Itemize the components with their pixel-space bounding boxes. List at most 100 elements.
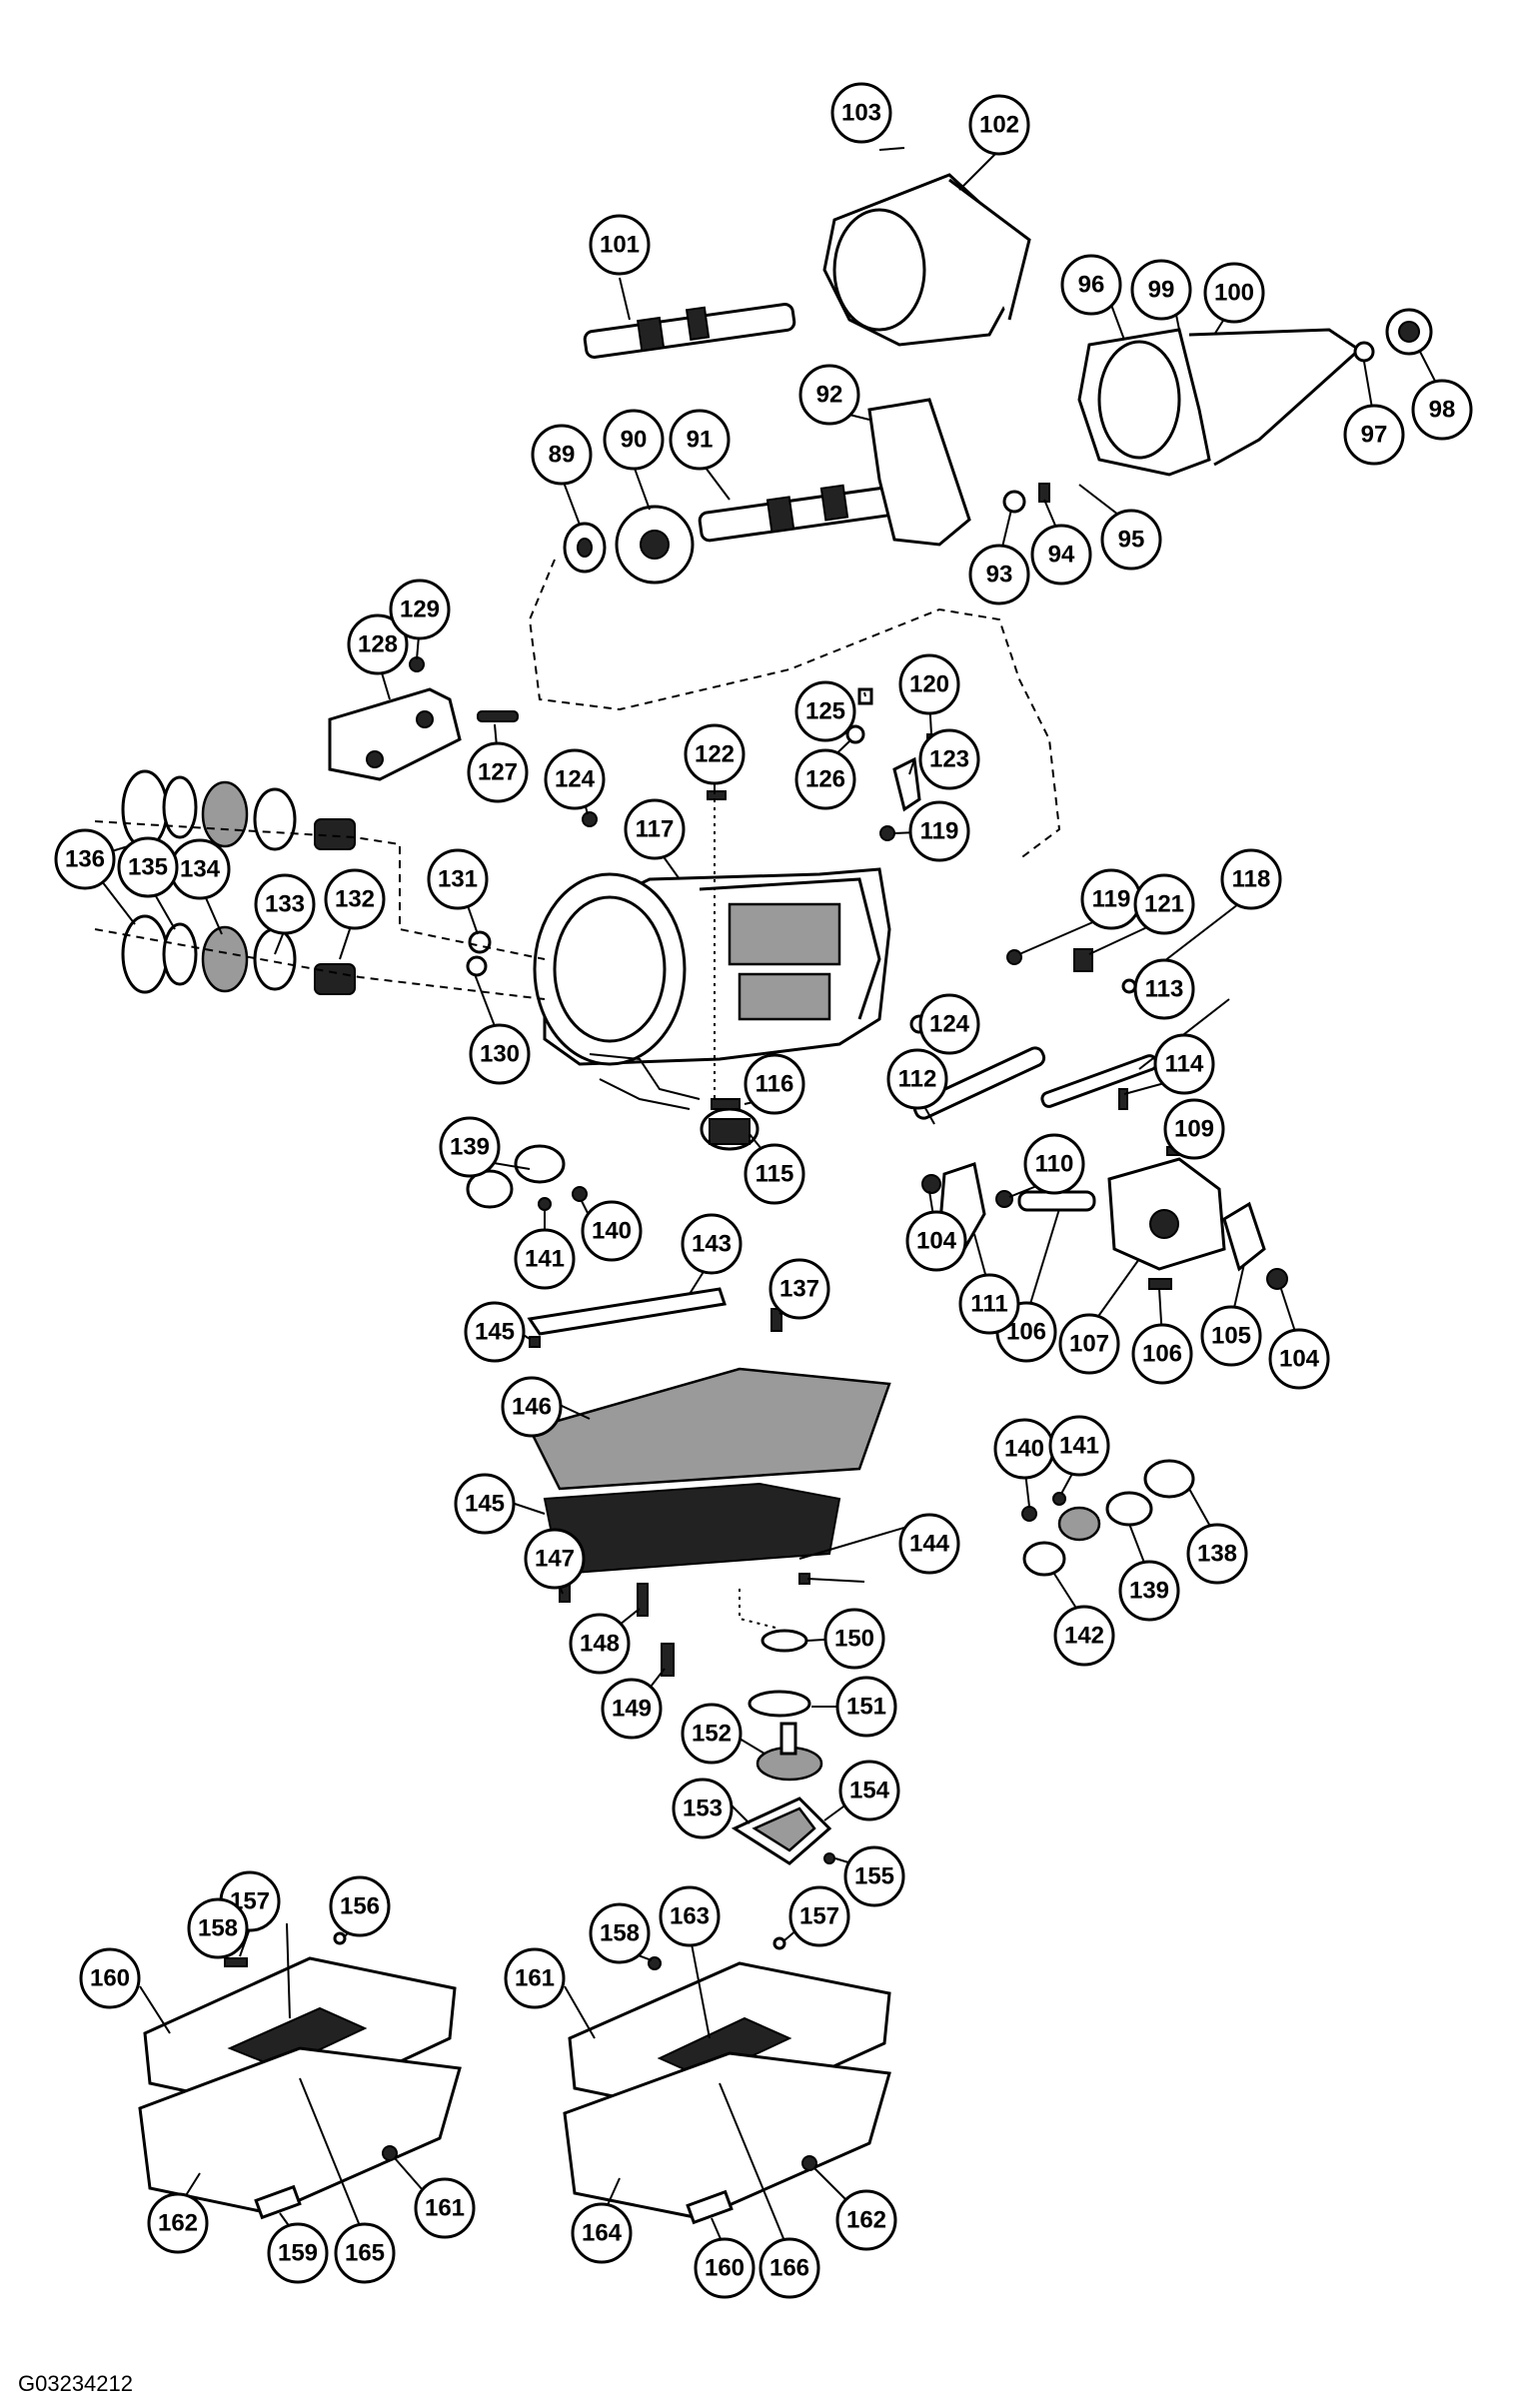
callout-circle: [589, 1902, 651, 1964]
callout-89: 89: [531, 424, 593, 486]
callout-92: 92: [798, 364, 860, 426]
part-122: [707, 790, 727, 800]
callout-number: 144: [909, 1531, 950, 1558]
callout-circle: [571, 2202, 633, 2264]
callout-number: 100: [1214, 280, 1254, 307]
callout-circle: [603, 409, 665, 471]
axis-line-center: [739, 1589, 780, 1630]
callout-circle: [624, 798, 686, 860]
part-actuator-107: [1107, 1157, 1226, 1271]
callout-120: 120: [898, 653, 960, 715]
callout-152: 152: [681, 1703, 743, 1765]
callout-146: 146: [501, 1376, 563, 1438]
callout-134: 134: [169, 838, 231, 900]
callout-number: 141: [525, 1246, 565, 1273]
callout-139: 139: [439, 1116, 501, 1178]
callout-circle: [324, 868, 386, 930]
callout-number: 126: [805, 766, 845, 793]
callout-number: 130: [480, 1041, 520, 1068]
callout-148: 148: [569, 1613, 631, 1675]
callout-141: 141: [1048, 1415, 1110, 1477]
callout-157: 157: [788, 1885, 850, 1947]
callout-circle: [918, 728, 980, 790]
part-bushing-97: [1353, 341, 1375, 363]
callout-circle: [759, 2237, 820, 2299]
callout-circle: [684, 723, 746, 785]
callout-number: 112: [898, 1066, 937, 1093]
callout-number: 118: [1232, 866, 1271, 893]
callout-circle: [334, 2222, 396, 2284]
callout-number: 101: [600, 232, 640, 259]
callout-circle: [601, 1678, 663, 1740]
part-118: [1121, 978, 1137, 994]
callout-133: 133: [254, 873, 316, 935]
callout-number: 140: [1004, 1436, 1044, 1463]
callout-153: 153: [672, 1778, 734, 1839]
callout-circle: [569, 1613, 631, 1675]
part-rod-113: [1040, 1054, 1158, 1108]
callout-circle: [389, 579, 451, 640]
callout-number: 104: [1279, 1346, 1320, 1373]
callout-165: 165: [334, 2222, 396, 2284]
callout-102: 102: [968, 94, 1030, 156]
part-valve-body-146: [543, 1482, 841, 1576]
callout-117: 117: [624, 798, 686, 860]
part-extension-housing-102: [822, 173, 1031, 347]
callout-number: 148: [580, 1631, 620, 1658]
callout-104: 104: [1268, 1328, 1330, 1390]
part-116: [711, 1098, 741, 1110]
part-screen-154: [731, 1797, 832, 1865]
callout-circle: [514, 1228, 576, 1290]
callout-number: 114: [1165, 1051, 1204, 1078]
callout-circle: [439, 1116, 501, 1178]
callout-131: 131: [427, 848, 489, 910]
part-rod-106a: [1017, 1190, 1096, 1212]
callout-circle: [898, 1513, 960, 1575]
callout-circle: [681, 1703, 743, 1765]
callout-127: 127: [467, 741, 529, 803]
callout-122: 122: [684, 723, 746, 785]
part-149: [637, 1583, 649, 1617]
part-shaft-91: [698, 481, 931, 543]
callout-number: 152: [692, 1721, 732, 1748]
part-131: [468, 930, 492, 954]
callout-number: 105: [1211, 1323, 1251, 1350]
callout-circle: [501, 1376, 563, 1438]
callout-136: 136: [54, 828, 116, 890]
callout-circle: [1058, 1313, 1120, 1375]
part-wire-harness: [589, 1053, 701, 1110]
part-93: [1002, 490, 1026, 514]
part-94: [1038, 483, 1050, 503]
callout-number: 90: [621, 427, 648, 454]
callout-circle: [504, 1947, 566, 2009]
callout-119: 119: [908, 800, 970, 862]
callout-93: 93: [968, 544, 1030, 605]
callout-95: 95: [1100, 509, 1162, 571]
callout-number: 135: [128, 854, 168, 881]
part-141a: [538, 1197, 552, 1211]
part-130: [466, 955, 488, 977]
callout-number: 133: [265, 891, 305, 918]
callout-143: 143: [681, 1213, 743, 1275]
part-150: [661, 1643, 675, 1677]
callout-circle: [454, 1473, 516, 1535]
part-transmission-case-117: [533, 867, 891, 1066]
callout-160: 160: [79, 1947, 141, 2009]
axis-line-upper: [94, 820, 546, 960]
callout-number: 136: [65, 846, 105, 873]
callout-number: 143: [692, 1231, 732, 1258]
callout-number: 149: [612, 1696, 652, 1723]
callout-circle: [1200, 1305, 1262, 1367]
callout-number: 147: [535, 1546, 575, 1573]
callout-circle: [898, 653, 960, 715]
callout-123: 123: [918, 728, 980, 790]
callout-number: 157: [799, 1903, 839, 1930]
callout-164: 164: [571, 2202, 633, 2264]
callout-140: 140: [993, 1418, 1055, 1480]
callout-160: 160: [694, 2237, 756, 2299]
callout-number: 155: [854, 1863, 894, 1890]
part-159: [224, 1957, 248, 1967]
callout-circle: [467, 741, 529, 803]
part-rings-135: [162, 775, 198, 986]
